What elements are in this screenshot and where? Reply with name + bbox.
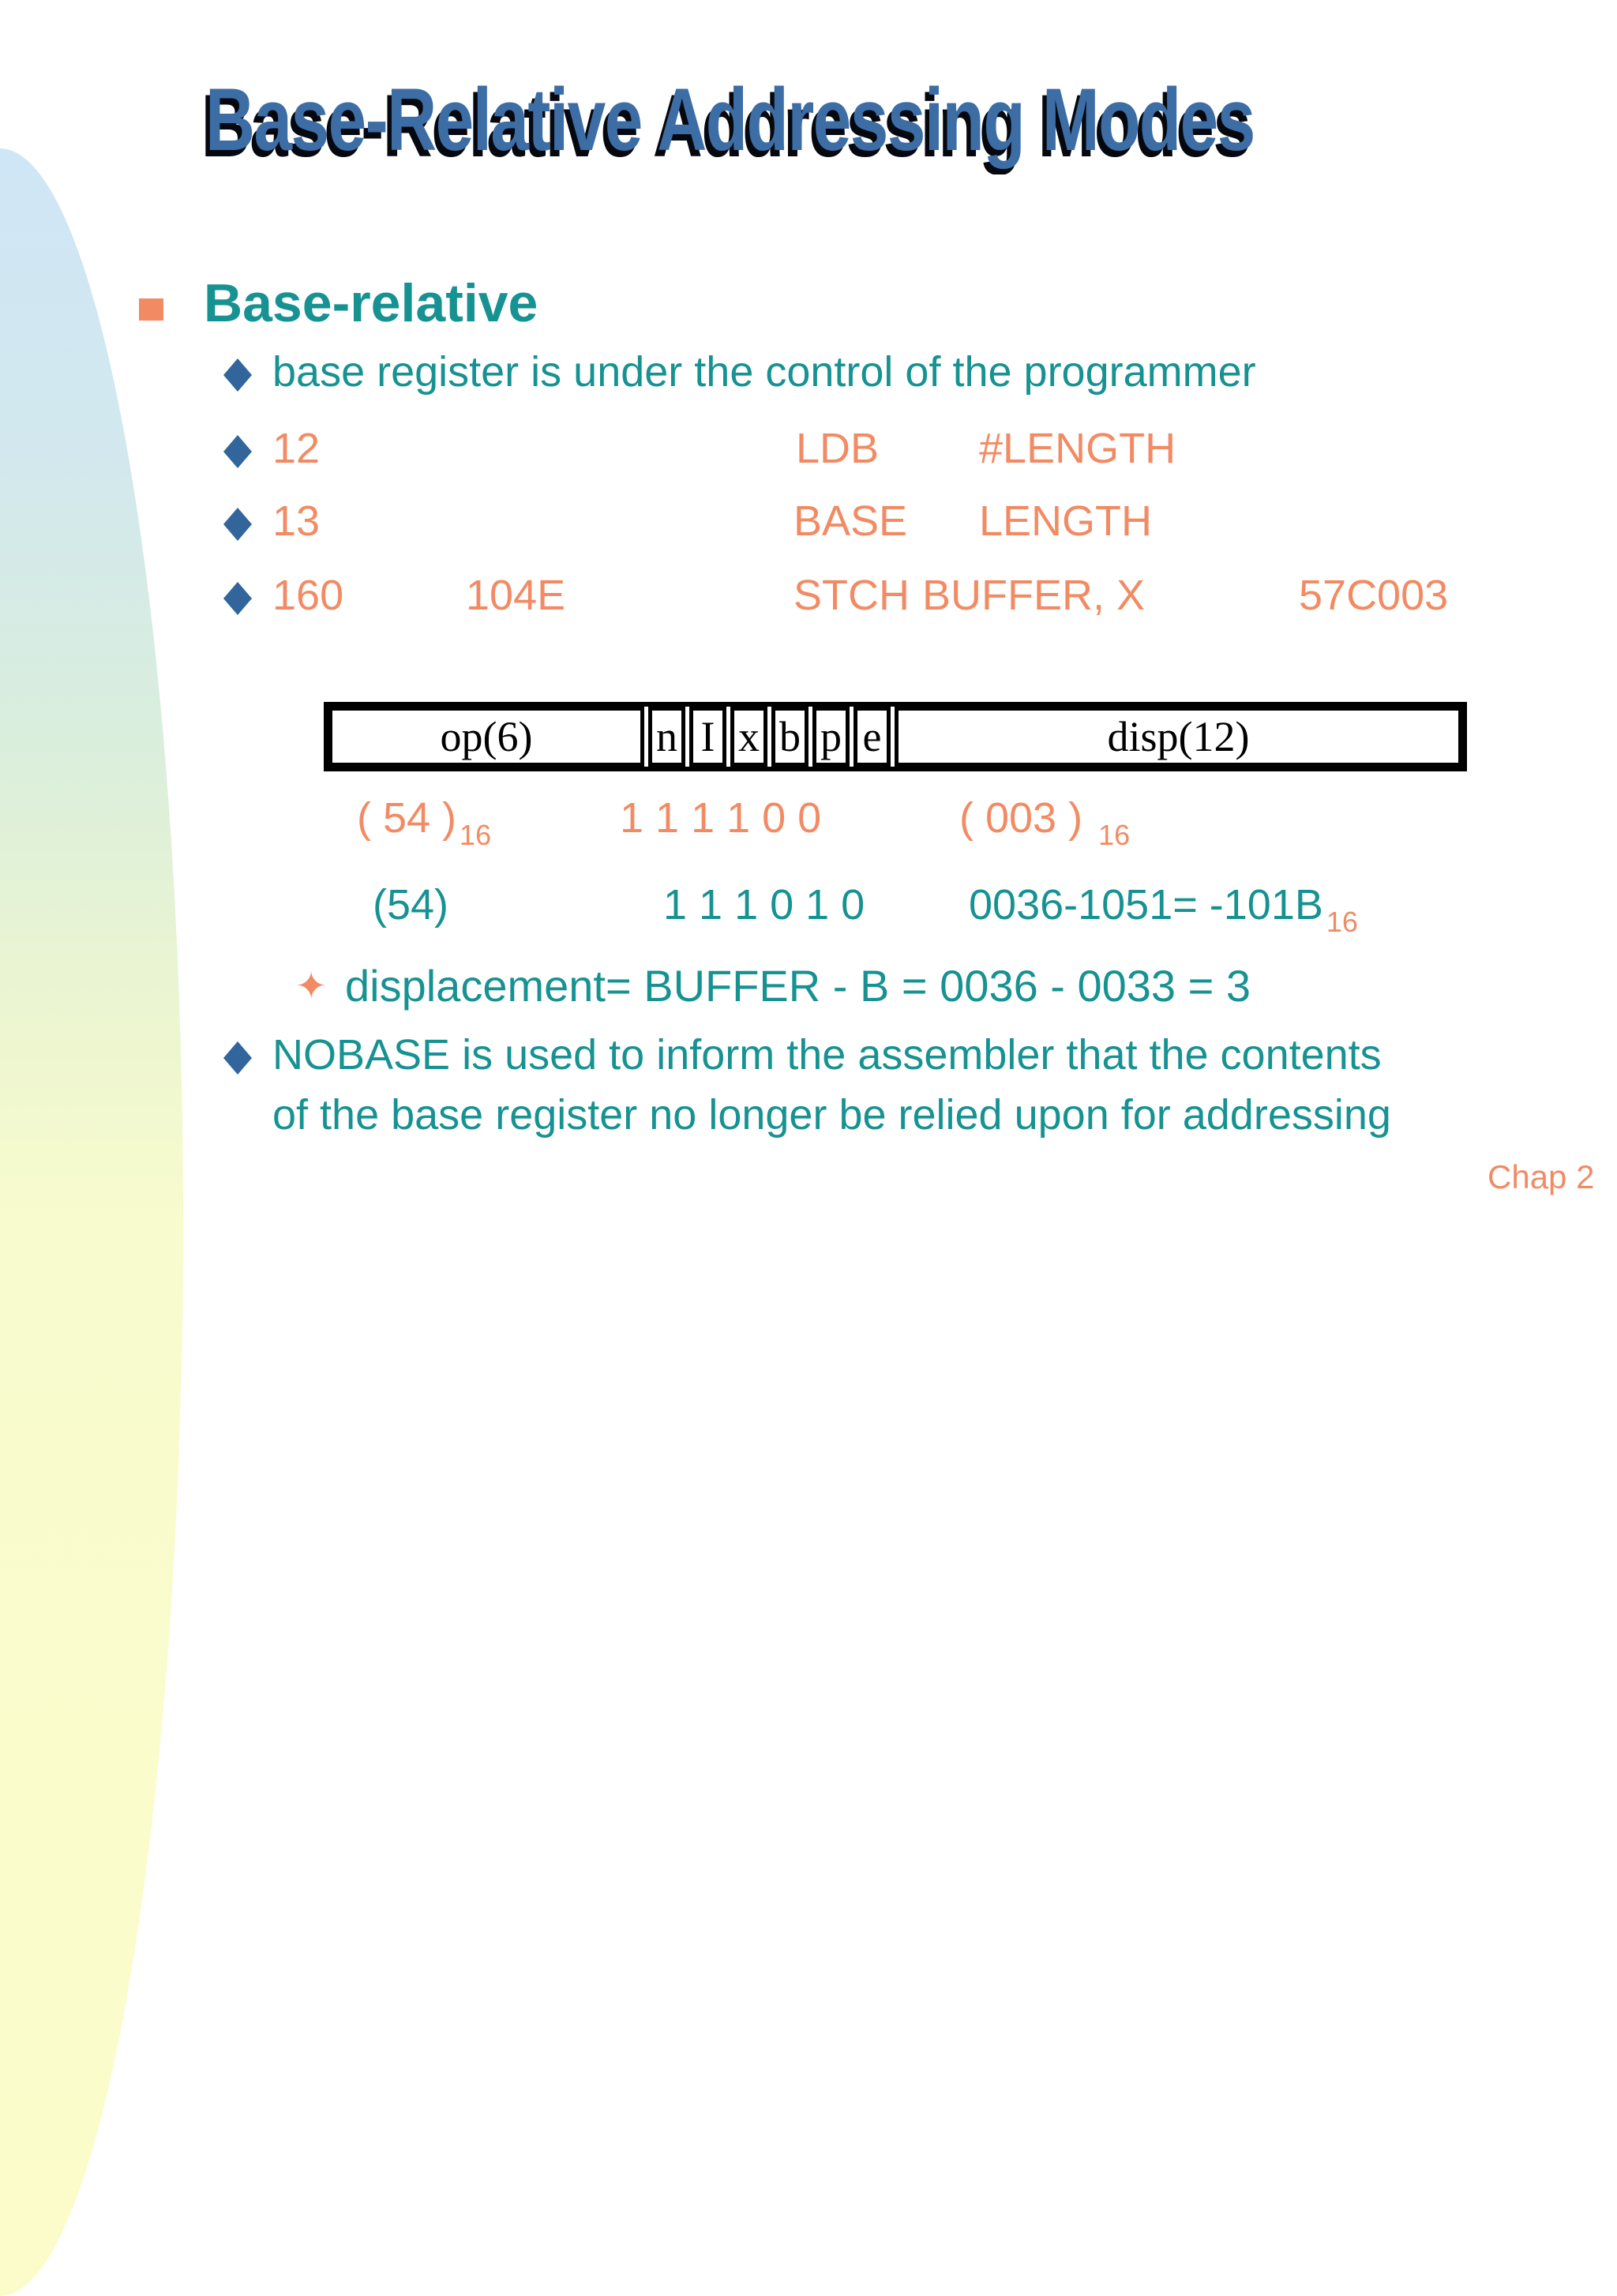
format-cell-e: e <box>854 707 891 767</box>
code-operand: BUFFER, X <box>922 572 1146 619</box>
format-cell-b: b <box>771 707 808 767</box>
format-cell-i: I <box>689 707 726 767</box>
code-location: 104E <box>466 572 566 619</box>
displacement-hex: ( 003 ) <box>959 794 1083 842</box>
diamond-bullet-icon <box>223 582 252 615</box>
format-cell-op: op(6) <box>328 707 644 767</box>
encoding-opcode: (54) <box>373 881 449 929</box>
slide-title: Base-Relative Addressing Modes <box>205 70 1255 169</box>
format-cell-disp: disp(12) <box>895 707 1462 767</box>
code-operand: #LENGTH <box>979 425 1176 472</box>
opcode-hex: ( 54 ) <box>357 794 457 842</box>
displacement-calc: 0036-1051= -101B <box>969 881 1323 929</box>
code-line-number: 160 <box>272 572 344 619</box>
diamond-bullet-icon <box>223 1041 252 1075</box>
displacement-subscript: 16 <box>1326 906 1358 938</box>
diamond-bullet-icon <box>223 435 252 468</box>
code-operand: LENGTH <box>979 497 1153 545</box>
code-opcode: LDB <box>796 425 880 472</box>
displacement-subscript: 16 <box>1098 819 1131 851</box>
format-cell-n: n <box>648 707 685 767</box>
diamond-bullet-icon <box>223 358 252 392</box>
sparkle-bullet-icon: ✦ <box>295 966 328 1007</box>
encoding-displacement: ( 003 ) 16 <box>959 797 1130 850</box>
bullet-displacement: displacement= BUFFER - B = 0036 - 0033 =… <box>345 961 1251 1011</box>
instruction-format-table: op(6) n I x b p e disp(12) <box>324 702 1467 771</box>
section-heading: Base-relative <box>204 273 538 333</box>
bullet-nobase-line1: NOBASE is used to inform the assembler t… <box>272 1031 1382 1079</box>
diamond-bullet-icon <box>223 508 252 541</box>
encoding-flag-bits: 1 1 1 0 1 0 <box>663 881 865 929</box>
code-line-number: 12 <box>272 425 321 472</box>
square-bullet-icon <box>139 298 163 321</box>
code-opcode: BASE <box>793 497 908 545</box>
opcode-subscript: 16 <box>460 819 492 851</box>
format-cell-x: x <box>730 707 767 767</box>
bullet-base-register: base register is under the control of th… <box>272 348 1256 396</box>
bullet-nobase-line2: of the base register no longer be relied… <box>272 1091 1391 1139</box>
format-cell-p: p <box>812 707 850 767</box>
code-object: 57C003 <box>1299 572 1449 619</box>
encoding-opcode: ( 54 )16 <box>357 797 491 850</box>
code-opcode: STCH <box>793 572 910 619</box>
encoding-flag-bits: 1 1 1 1 0 0 <box>620 794 822 842</box>
side-gradient-decoration <box>0 148 183 2296</box>
code-line-number: 13 <box>272 497 321 545</box>
chapter-footer: Chap 2 <box>1488 1158 1595 1195</box>
